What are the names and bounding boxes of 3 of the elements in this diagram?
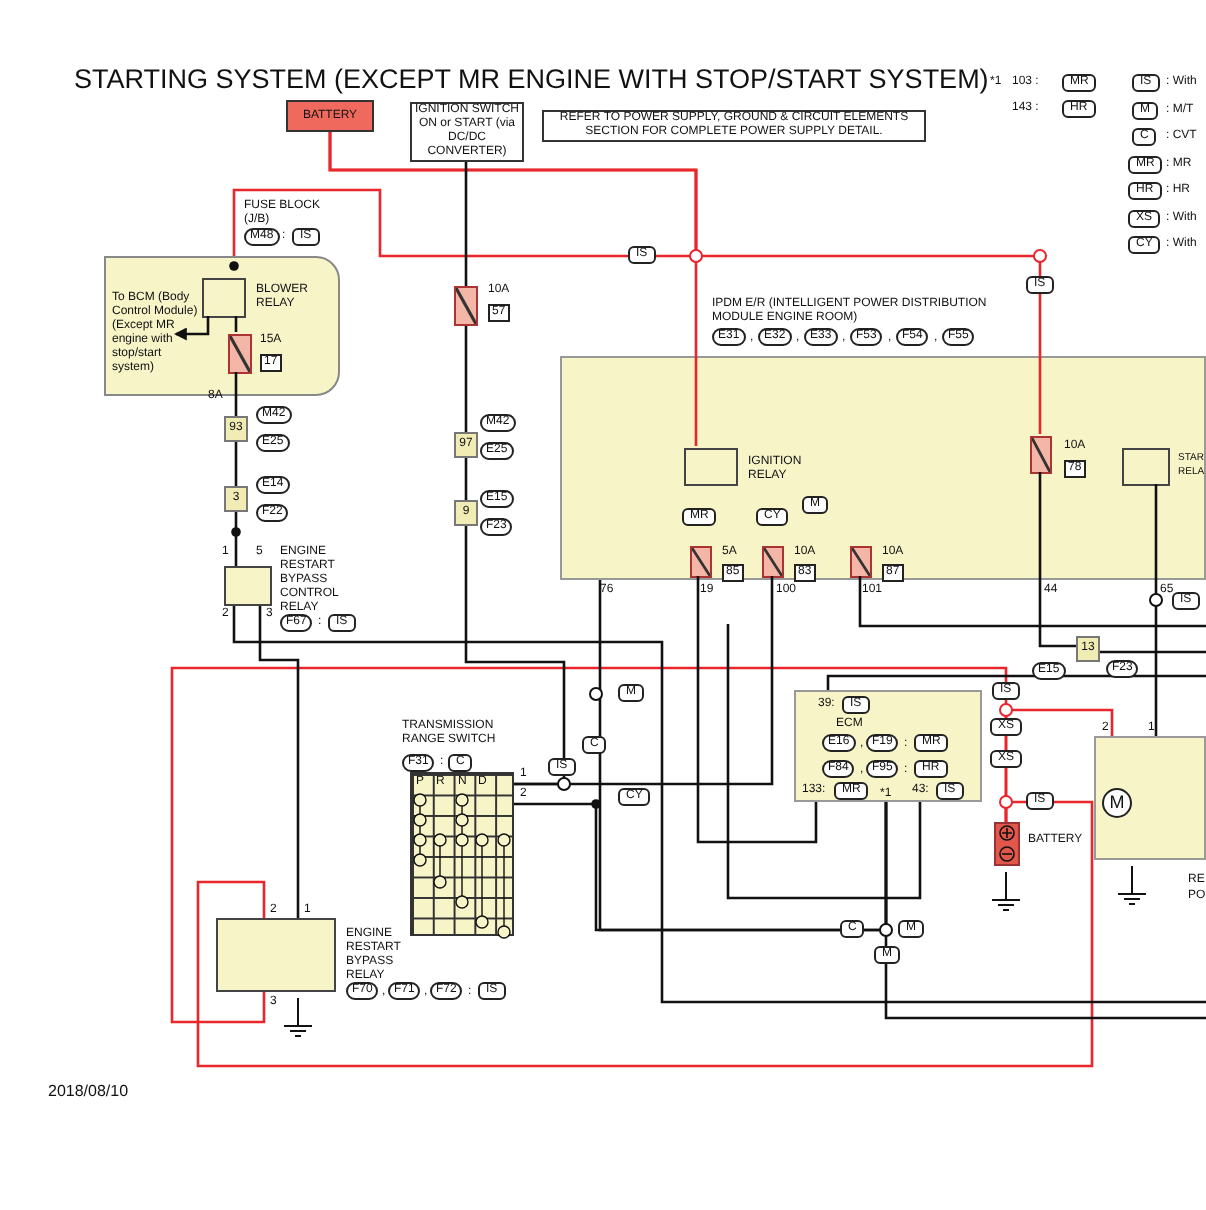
motor-letter: M — [1102, 788, 1132, 818]
diagram-title: STARTING SYSTEM (EXCEPT MR ENGINE WITH STOP/START SYSTEM) — [74, 64, 989, 94]
date-text: 2018/08/10 — [48, 1084, 129, 1098]
